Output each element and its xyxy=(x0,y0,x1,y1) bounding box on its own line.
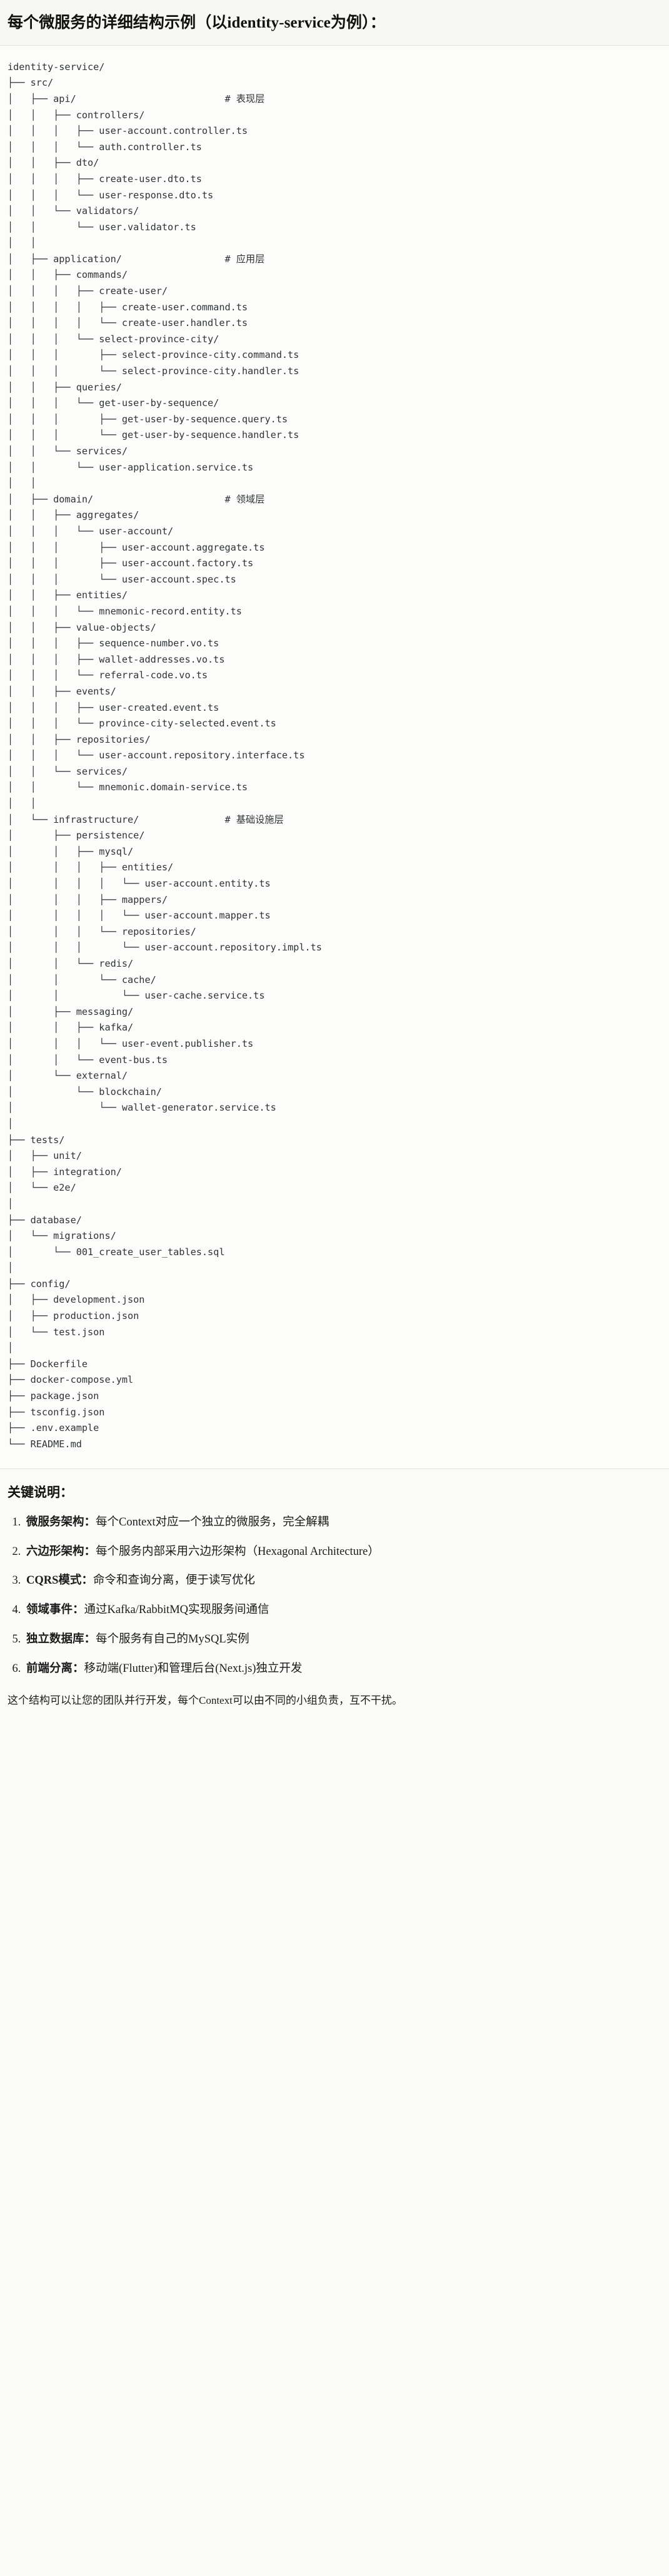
list-item: 六边形架构：每个服务内部采用六边形架构（Hexagonal Architectu… xyxy=(24,1544,661,1560)
note-separator: ： xyxy=(84,1545,96,1558)
note-term: 前端分离 xyxy=(26,1662,73,1675)
list-item: 微服务架构：每个Context对应一个独立的微服务，完全解耦 xyxy=(24,1514,661,1531)
note-separator: ： xyxy=(73,1604,84,1617)
list-item: 领域事件：通过Kafka/RabbitMQ实现服务间通信 xyxy=(24,1602,661,1619)
title-band: 每个微服务的详细结构示例（以identity-service为例）： xyxy=(0,0,669,46)
directory-tree: identity-service/ ├── src/ │ ├── api/ # … xyxy=(8,61,322,1450)
note-term: CQRS模式 xyxy=(26,1574,82,1587)
key-notes-list: 微服务架构：每个Context对应一个独立的微服务，完全解耦 六边形架构：每个服… xyxy=(8,1514,661,1677)
note-term: 六边形架构 xyxy=(26,1545,84,1558)
note-description: 每个Context对应一个独立的微服务，完全解耦 xyxy=(96,1515,329,1529)
note-description: 每个服务有自己的MySQL实例 xyxy=(96,1632,249,1646)
note-term: 领域事件 xyxy=(26,1604,73,1617)
directory-tree-block: identity-service/ ├── src/ │ ├── api/ # … xyxy=(0,45,669,1470)
key-notes-section: 关键说明： 微服务架构：每个Context对应一个独立的微服务，完全解耦 六边形… xyxy=(0,1469,669,1724)
list-item: 前端分离：移动端(Flutter)和管理后台(Next.js)独立开发 xyxy=(24,1661,661,1677)
note-description: 每个服务内部采用六边形架构（Hexagonal Architecture） xyxy=(96,1545,380,1558)
note-separator: ： xyxy=(84,1632,96,1646)
list-item: 独立数据库：每个服务有自己的MySQL实例 xyxy=(24,1631,661,1648)
key-notes-heading: 关键说明： xyxy=(8,1485,73,1500)
note-description: 命令和查询分离，便于读写优化 xyxy=(93,1574,255,1587)
closing-paragraph: 这个结构可以让您的团队并行开发，每个Context可以由不同的小组负责，互不干扰… xyxy=(8,1694,403,1706)
note-term: 微服务架构 xyxy=(26,1515,84,1529)
list-item: CQRS模式：命令和查询分离，便于读写优化 xyxy=(24,1572,661,1589)
note-description: 移动端(Flutter)和管理后台(Next.js)独立开发 xyxy=(84,1662,303,1675)
note-separator: ： xyxy=(84,1515,96,1529)
note-separator: ： xyxy=(73,1662,84,1675)
document-page: 每个微服务的详细结构示例（以identity-service为例）： ident… xyxy=(0,0,669,1724)
note-term: 独立数据库 xyxy=(26,1632,84,1646)
page-title: 每个微服务的详细结构示例（以identity-service为例）： xyxy=(8,14,386,31)
note-separator: ： xyxy=(81,1574,93,1587)
note-description: 通过Kafka/RabbitMQ实现服务间通信 xyxy=(84,1604,269,1617)
